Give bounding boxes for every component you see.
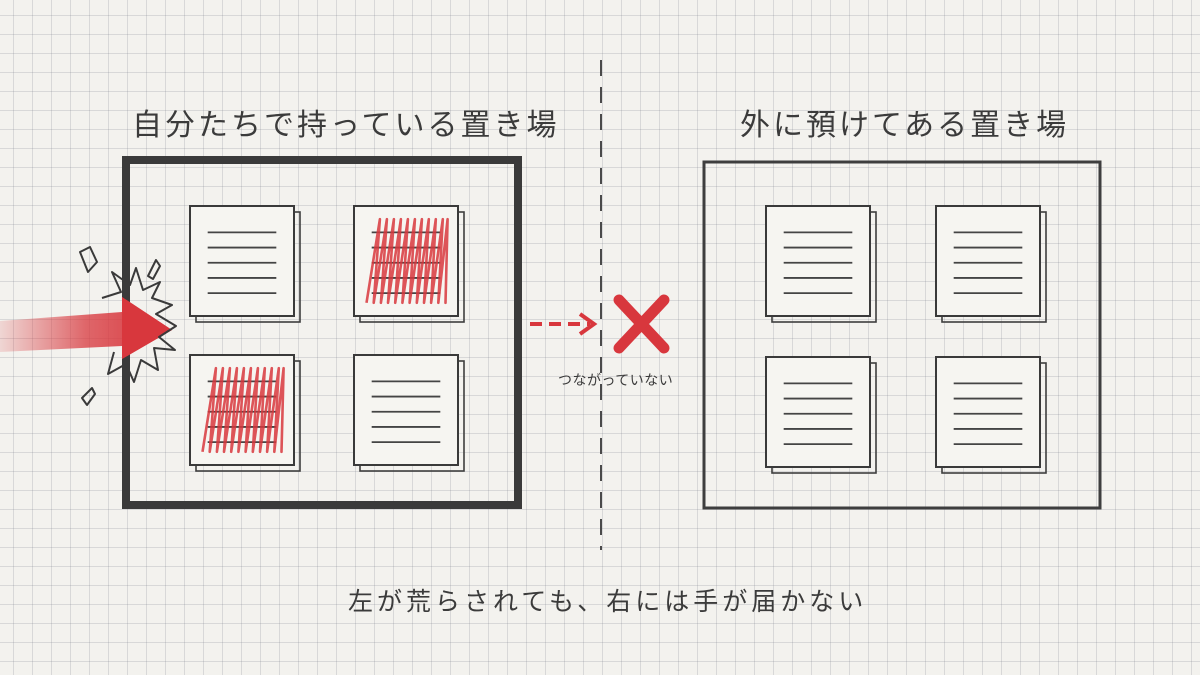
attack-arrow-icon (0, 297, 172, 359)
right-store-title: 外に預けてある置き場 (740, 108, 1070, 143)
left-store-documents (189, 205, 465, 472)
document-icon (353, 354, 465, 472)
right-store-container (702, 160, 1102, 510)
red-scribble-icon (365, 217, 449, 305)
impact-burst-icon (79, 246, 177, 406)
document-icon (765, 205, 877, 323)
right-store-documents (765, 205, 1047, 474)
dashed-arrow-icon (530, 312, 598, 336)
document-icon (935, 356, 1047, 474)
red-scribble-icon (201, 366, 285, 454)
left-store-title: 自分たちで持っている置き場 (132, 108, 560, 143)
document-icon (353, 205, 465, 323)
cross-mark-icon (613, 294, 670, 354)
document-icon (935, 205, 1047, 323)
document-icon (765, 356, 877, 474)
document-icon (189, 354, 301, 472)
connection-status-label: つながっていない (558, 373, 674, 389)
diagram-caption: 左が荒らされても、右には手が届かない (348, 587, 868, 616)
document-icon (189, 205, 301, 323)
